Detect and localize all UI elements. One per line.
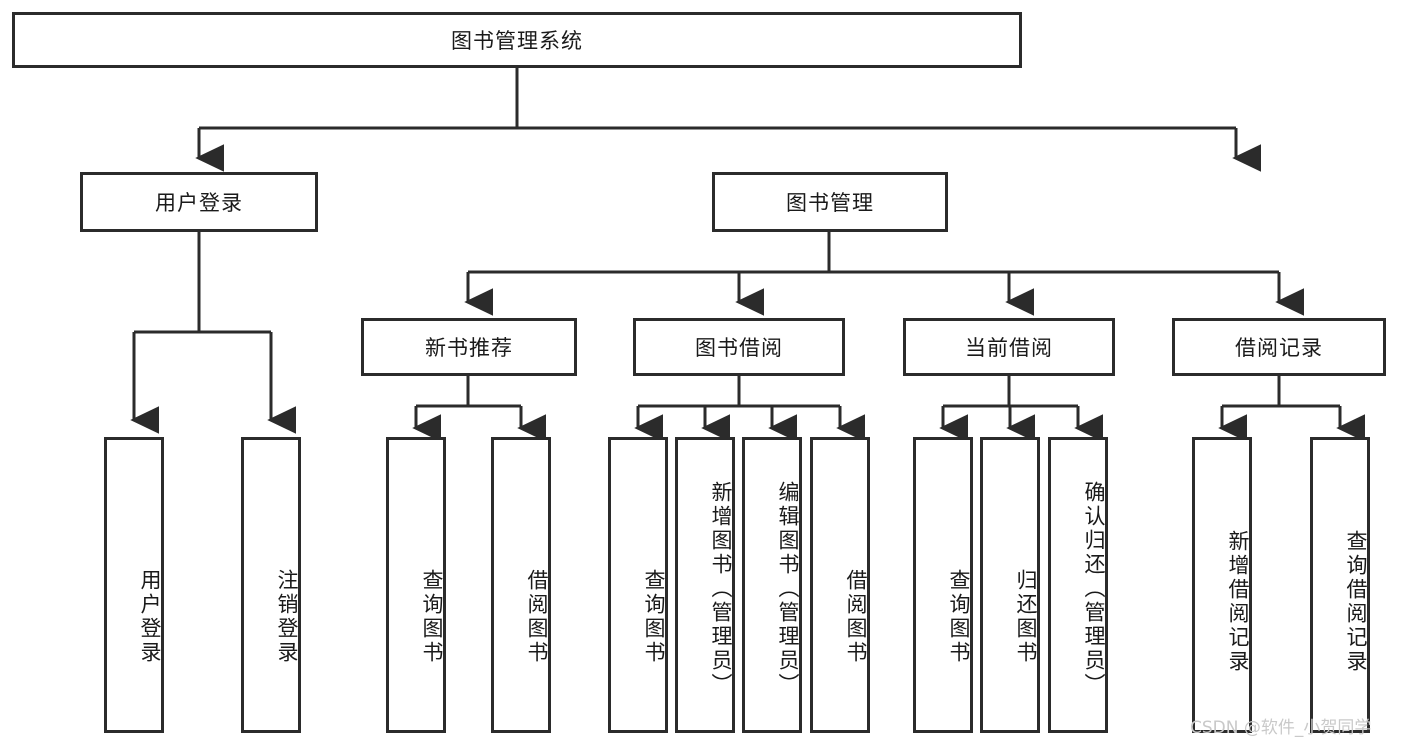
node-label: 用户登录 xyxy=(155,191,243,215)
node-label: 借阅图书 xyxy=(844,569,868,665)
node-label: 查询图书 xyxy=(947,569,971,665)
node-label: 借阅记录 xyxy=(1235,336,1323,360)
node-label: 新增图书（管理员） xyxy=(709,481,733,697)
leaf-user-login-logout[interactable]: 注销登录 xyxy=(241,437,301,733)
node-label: 图书管理系统 xyxy=(451,29,583,53)
node-label: 确认归还（管理员） xyxy=(1082,481,1106,697)
leaf-new-book-borrow-book[interactable]: 借阅图书 xyxy=(491,437,551,733)
node-label: 查询借阅记录 xyxy=(1344,530,1368,674)
leaf-user-login-login[interactable]: 用户登录 xyxy=(104,437,164,733)
node-label: 借阅图书 xyxy=(525,569,549,665)
node-user-login[interactable]: 用户登录 xyxy=(80,172,318,232)
node-label: 查询图书 xyxy=(420,569,444,665)
node-label: 编辑图书（管理员） xyxy=(776,481,800,697)
leaf-current-borrow-query-book[interactable]: 查询图书 xyxy=(913,437,973,733)
leaf-current-borrow-return-book[interactable]: 归还图书 xyxy=(980,437,1040,733)
node-label: 用户登录 xyxy=(138,569,162,665)
node-book-management[interactable]: 图书管理 xyxy=(712,172,948,232)
node-current-borrow[interactable]: 当前借阅 xyxy=(903,318,1115,376)
leaf-book-borrow-edit-book-admin[interactable]: 编辑图书（管理员） xyxy=(742,437,802,733)
watermark: CSDN @软件_小贺同学 xyxy=(1190,718,1372,738)
node-borrow-record[interactable]: 借阅记录 xyxy=(1172,318,1386,376)
leaf-borrow-record-add-record[interactable]: 新增借阅记录 xyxy=(1192,437,1252,733)
leaf-borrow-record-query-record[interactable]: 查询借阅记录 xyxy=(1310,437,1370,733)
leaf-current-borrow-confirm-return-admin[interactable]: 确认归还（管理员） xyxy=(1048,437,1108,733)
node-new-book-recommend[interactable]: 新书推荐 xyxy=(361,318,577,376)
node-label: 新书推荐 xyxy=(425,336,513,360)
leaf-new-book-query-book[interactable]: 查询图书 xyxy=(386,437,446,733)
node-label: 注销登录 xyxy=(275,569,299,665)
node-root-book-management-system[interactable]: 图书管理系统 xyxy=(12,12,1022,68)
leaf-book-borrow-borrow-book[interactable]: 借阅图书 xyxy=(810,437,870,733)
node-label: 新增借阅记录 xyxy=(1226,530,1250,674)
leaf-book-borrow-add-book-admin[interactable]: 新增图书（管理员） xyxy=(675,437,735,733)
node-label: 图书借阅 xyxy=(695,336,783,360)
node-label: 图书管理 xyxy=(786,191,874,215)
leaf-book-borrow-query-book[interactable]: 查询图书 xyxy=(608,437,668,733)
node-book-borrow[interactable]: 图书借阅 xyxy=(633,318,845,376)
node-label: 归还图书 xyxy=(1014,569,1038,665)
node-label: 查询图书 xyxy=(642,569,666,665)
node-label: 当前借阅 xyxy=(965,336,1053,360)
